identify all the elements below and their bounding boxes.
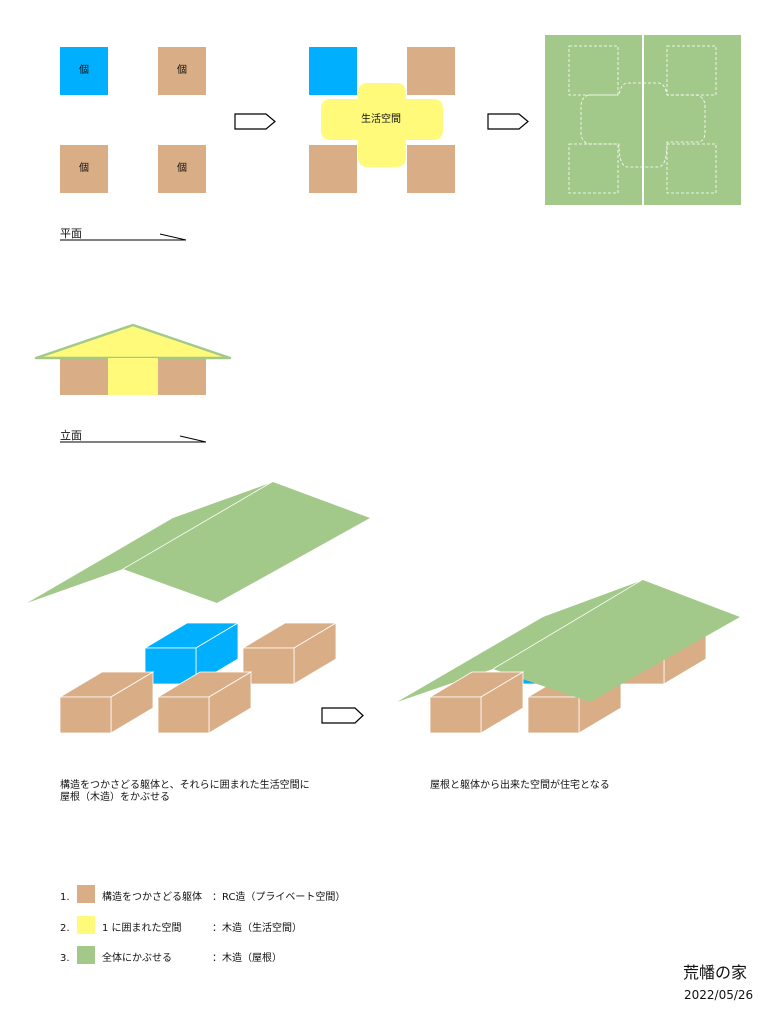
private-unit [407, 145, 455, 193]
private-unit [309, 145, 357, 193]
unit-label: 個 [79, 163, 89, 174]
iso-box [241, 622, 338, 685]
legend-spec: ：木造（屋根） [212, 953, 282, 964]
iso-box [156, 671, 253, 734]
iso-box-highlight [143, 622, 240, 685]
legend-spec: ：RC造（プライベート空間） [212, 892, 346, 903]
iso-roof-exploded [27, 481, 370, 603]
private-unit-highlight [60, 47, 108, 95]
legend-swatch-private [77, 885, 95, 903]
arrow-icon [321, 707, 364, 724]
private-unit [407, 47, 455, 95]
private-unit-highlight [309, 47, 357, 95]
private-unit [158, 47, 206, 95]
private-unit [60, 145, 108, 193]
legend-num: 2. [60, 923, 70, 934]
legend-name: 1 に囲まれた空間 [102, 923, 182, 934]
legend-num: 1. [60, 892, 70, 903]
living-space-label: 生活空間 [361, 114, 401, 125]
caption-left-line1: 構造をつかさどる躯体と、それらに囲まれた生活空間に [60, 780, 310, 791]
arrow-icon [234, 113, 276, 130]
plan-step-3-roof [545, 35, 741, 205]
iso-box [58, 671, 155, 734]
iso-box [428, 671, 525, 734]
iso-roof-assembled [397, 579, 740, 702]
legend-name: 全体にかぶせる [102, 953, 172, 964]
plan-step-1 [60, 47, 206, 193]
unit-label: 個 [177, 65, 187, 76]
elevation-caption-line [60, 435, 207, 443]
unit-label: 個 [79, 65, 89, 76]
iso-boxes-exploded [58, 622, 338, 734]
legend-swatch-living [77, 916, 95, 934]
private-unit [60, 359, 108, 395]
arrow-icon [487, 113, 529, 130]
iso-boxes-assembled-front [428, 671, 525, 734]
plan-caption: 平面 [60, 227, 82, 240]
caption-left-line2: 屋根（木造）をかぶせる [60, 792, 170, 803]
elevation-caption: 立面 [60, 429, 82, 442]
legend-num: 3. [60, 953, 70, 964]
private-unit [158, 145, 206, 193]
legend-spec: ：木造（生活空間） [212, 923, 302, 934]
living-space-cross [321, 83, 443, 167]
plan-caption-line [60, 233, 187, 241]
elevation-drawing [34, 323, 232, 395]
project-date: 2022/05/26 [684, 988, 754, 1002]
project-title: 荒幡の家 [683, 963, 748, 982]
unit-label: 個 [177, 163, 187, 174]
plan-step-2 [309, 47, 455, 193]
legend-swatch-roof [77, 946, 95, 964]
private-unit [158, 359, 206, 395]
caption-right: 屋根と躯体から出来た空間が住宅となる [430, 780, 610, 791]
legend-name: 構造をつかさどる躯体 [102, 892, 202, 903]
